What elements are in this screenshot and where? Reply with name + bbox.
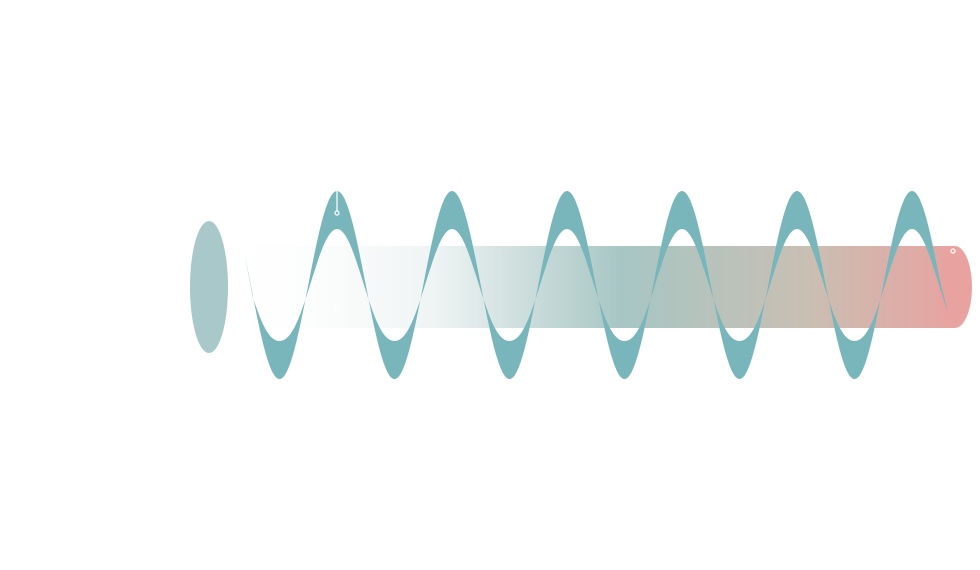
tube-start-cap — [190, 221, 228, 353]
marker-dot-bottom — [334, 306, 340, 312]
marker-dot-end — [950, 248, 956, 254]
marker-dot-top — [334, 210, 340, 216]
markers — [334, 190, 956, 312]
